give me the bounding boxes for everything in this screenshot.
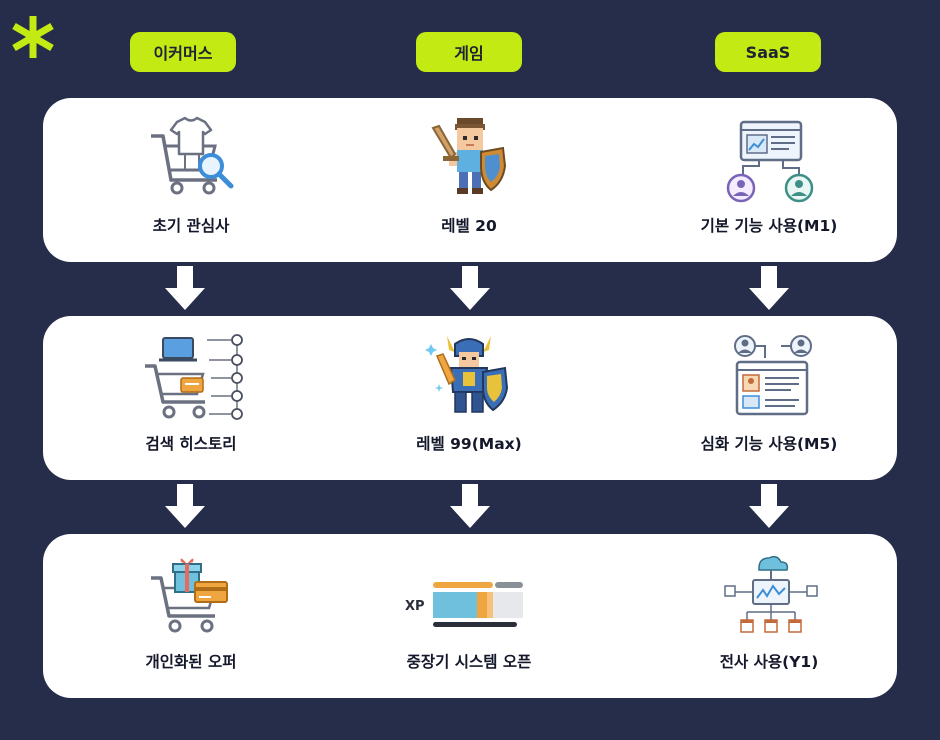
stage-3-ecommerce-label: 개인화된 오퍼 <box>145 653 237 671</box>
arrow-down-icon <box>165 484 205 528</box>
stage-3-card: 개인화된 오퍼 XP 중장기 시스템 오픈 <box>43 534 897 698</box>
column-header-game: 게임 <box>416 32 522 72</box>
arrow-down-icon <box>165 266 205 310</box>
column-header-saas: SaaS <box>715 32 821 72</box>
cart-history-icon <box>145 334 243 420</box>
arrow-down-icon <box>749 266 789 310</box>
stage-2-game-label: 레벨 99(Max) <box>416 435 522 453</box>
cloud-network-icon <box>724 555 818 633</box>
arrow-down-icon <box>450 266 490 310</box>
stage-3-ecommerce: 개인화된 오퍼 <box>61 534 321 698</box>
stage-1-saas: 기본 기능 사용(M1) <box>639 98 899 262</box>
stage-2-saas-label: 심화 기능 사용(M5) <box>700 435 838 453</box>
pixel-knight-icon <box>431 118 507 194</box>
stage-2-game: 레벨 99(Max) <box>339 316 599 480</box>
stage-2-ecommerce-label: 검색 히스토리 <box>145 435 237 453</box>
arrow-down-icon <box>450 484 490 528</box>
stage-1-saas-label: 기본 기능 사용(M1) <box>700 217 838 235</box>
stage-3-game: XP 중장기 시스템 오픈 <box>339 534 599 698</box>
stage-1-game: 레벨 20 <box>339 98 599 262</box>
xp-bar-icon: XP <box>405 582 523 627</box>
stage-3-saas-label: 전사 사용(Y1) <box>719 653 819 671</box>
dashboard-users-icon <box>726 120 814 203</box>
stage-2-saas: 심화 기능 사용(M5) <box>639 316 899 480</box>
asterisk-icon <box>12 16 54 58</box>
shopping-cart-search-icon <box>151 116 234 195</box>
stage-3-game-label: 중장기 시스템 오픈 <box>406 653 532 671</box>
column-header-ecommerce: 이커머스 <box>130 32 236 72</box>
stage-1-ecommerce: 초기 관심사 <box>61 98 321 262</box>
xp-text: XP <box>405 599 425 614</box>
cart-gift-card-icon <box>151 558 228 633</box>
stage-1-card: 초기 관심사 레벨 20 <box>43 98 897 262</box>
armored-hero-icon <box>425 336 509 413</box>
stage-2-card: 검색 히스토리 레벨 99(Max) <box>43 316 897 480</box>
stage-1-game-label: 레벨 20 <box>441 217 497 235</box>
arrow-down-icon <box>749 484 789 528</box>
user-profile-window-icon <box>734 335 812 416</box>
stage-3-saas: 전사 사용(Y1) <box>639 534 899 698</box>
stage-1-ecommerce-label: 초기 관심사 <box>152 217 230 235</box>
stage-2-ecommerce: 검색 히스토리 <box>61 316 321 480</box>
